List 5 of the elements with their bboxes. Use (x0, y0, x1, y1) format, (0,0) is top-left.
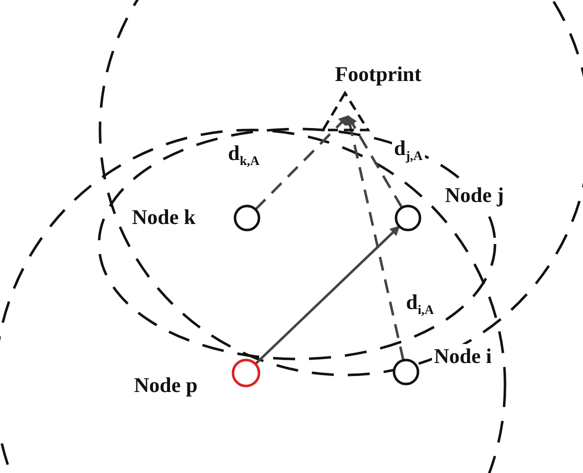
arrow (254, 115, 349, 210)
arrow (345, 115, 405, 361)
node-label: Node j (443, 183, 506, 207)
arrow (346, 115, 403, 208)
arrow (254, 225, 400, 365)
